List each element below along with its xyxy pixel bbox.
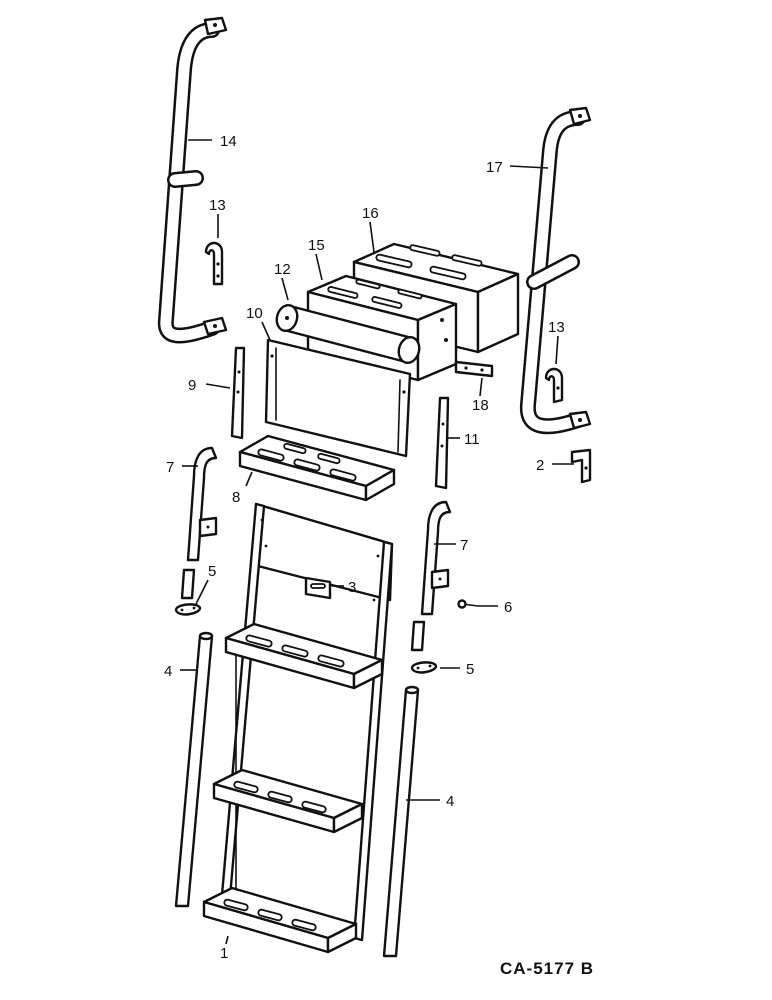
top-step <box>238 434 396 502</box>
upper-step <box>224 622 384 690</box>
right-leg-tube <box>382 685 420 958</box>
right-connector <box>410 620 438 674</box>
callout-13-right: 13 <box>548 319 565 336</box>
left-connector <box>174 568 202 616</box>
middle-step <box>212 768 364 834</box>
callout-9: 9 <box>188 377 196 394</box>
callout-5-left: 5 <box>208 563 216 580</box>
leader-lines <box>180 139 574 945</box>
right-hook-bracket <box>544 367 564 404</box>
callout-4-right: 4 <box>446 793 454 810</box>
callout-1: 1 <box>220 945 228 962</box>
callout-12: 12 <box>274 261 291 278</box>
angle-bracket <box>570 448 592 484</box>
cylinder-tube <box>275 303 421 365</box>
right-bracket-arm <box>420 500 452 616</box>
callout-4-left: 4 <box>164 663 172 680</box>
left-side-strap <box>230 346 246 440</box>
mounting-plate <box>454 360 494 378</box>
right-handrail <box>519 106 592 435</box>
support-frame <box>264 338 412 458</box>
ladder-frame <box>218 502 394 942</box>
left-leg-tube <box>174 631 214 908</box>
callout-13-left: 13 <box>209 197 226 214</box>
callout-15: 15 <box>308 237 325 254</box>
callout-2: 2 <box>536 457 544 474</box>
bottom-step <box>202 886 358 954</box>
callout-8: 8 <box>232 489 240 506</box>
drawing-number: CA-5177 B <box>500 959 594 978</box>
callout-18: 18 <box>472 397 489 414</box>
callouts: 14 13 16 15 12 10 9 17 13 18 11 2 7 8 7 … <box>164 133 565 962</box>
left-bracket-arm <box>186 446 218 562</box>
callout-11: 11 <box>464 431 480 448</box>
left-handrail <box>157 16 228 344</box>
left-hook-bracket <box>204 241 224 286</box>
callout-7-right: 7 <box>460 537 468 554</box>
callout-14: 14 <box>220 133 237 150</box>
callout-10: 10 <box>246 305 263 322</box>
bolt <box>457 599 479 609</box>
callout-16: 16 <box>362 205 379 222</box>
callout-17: 17 <box>486 159 503 176</box>
callout-5-right: 5 <box>466 661 474 678</box>
callout-6: 6 <box>504 599 512 616</box>
right-side-strap <box>434 396 450 490</box>
callout-3: 3 <box>348 579 356 596</box>
callout-7-left: 7 <box>166 459 174 476</box>
center-plate <box>304 576 332 600</box>
